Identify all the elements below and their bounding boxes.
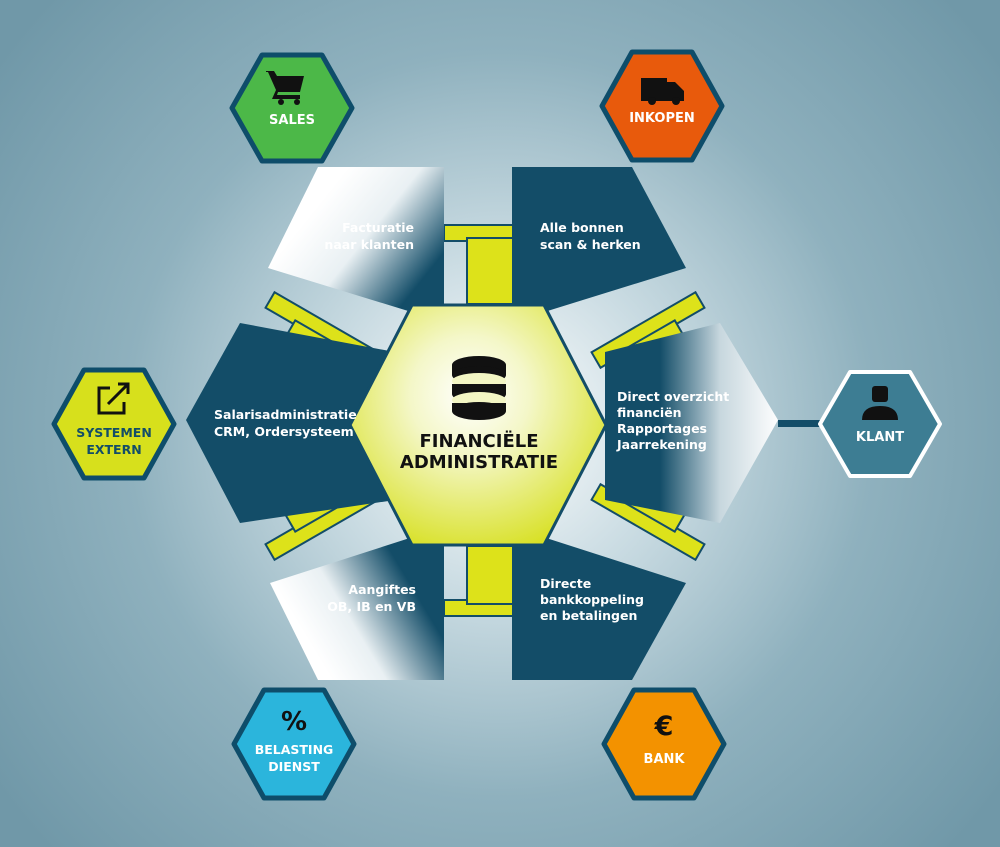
segment-aangiftes-line2: OB, IB en VB xyxy=(327,599,416,614)
node-sales[interactable]: SALES xyxy=(229,52,355,164)
node-systemen-line1: SYSTEMEN xyxy=(76,425,152,440)
segment-salaris-line2: CRM, Ordersysteem xyxy=(214,424,354,439)
node-systemen-extern[interactable]: SYSTEMEN EXTERN xyxy=(51,367,177,481)
segment-salaris xyxy=(186,323,395,523)
segment-bank-koppeling-line3: en betalingen xyxy=(540,608,637,623)
node-klant[interactable]: KLANT xyxy=(818,370,942,478)
segment-aangiftes-line1: Aangiftes xyxy=(348,582,416,597)
segment-salaris-line1: Salarisadministratie xyxy=(214,407,357,422)
node-inkopen-label: INKOPEN xyxy=(629,111,695,126)
segment-bank-koppeling-line2: bankkoppeling xyxy=(540,592,644,607)
node-bank-label: BANK xyxy=(644,752,686,767)
node-klant-label: KLANT xyxy=(856,430,904,445)
node-bank[interactable]: € BANK xyxy=(601,687,727,801)
segment-bank-koppeling xyxy=(512,527,686,680)
database-icon xyxy=(452,356,506,420)
segment-overzicht-line2: financiën xyxy=(617,405,682,420)
node-inkopen[interactable]: INKOPEN xyxy=(599,49,725,163)
segment-facturatie-line2: naar klanten xyxy=(324,237,414,252)
shopping-cart-icon xyxy=(266,71,304,105)
segment-overzicht xyxy=(605,323,778,523)
node-belasting-line2: DIENST xyxy=(268,759,320,774)
external-link-icon xyxy=(97,382,130,415)
segment-bank-koppeling-line1: Directe xyxy=(540,576,591,591)
segment-overzicht-line4: Jaarrekening xyxy=(616,437,707,452)
segment-bonnen-line1: Alle bonnen xyxy=(540,220,624,235)
node-belasting-dienst[interactable]: % BELASTING DIENST xyxy=(231,687,357,801)
segment-facturatie-line1: Facturatie xyxy=(342,220,414,235)
segment-aangiftes xyxy=(270,527,444,680)
delivery-van-icon xyxy=(641,78,684,105)
user-icon xyxy=(862,386,898,420)
center-title-line2: ADMINISTRATIE xyxy=(400,452,558,473)
segment-bonnen-line2: scan & herken xyxy=(540,237,641,252)
node-belasting-line1: BELASTING xyxy=(255,742,334,757)
node-sales-label: SALES xyxy=(269,113,315,128)
segment-bonnen xyxy=(512,167,686,322)
node-systemen-line2: EXTERN xyxy=(86,442,141,457)
segment-facturatie xyxy=(268,167,444,322)
connector-klant xyxy=(778,420,824,427)
euro-icon: € xyxy=(654,711,674,742)
segment-overzicht-line3: Rapportages xyxy=(617,421,707,436)
percent-icon: % xyxy=(281,707,307,737)
center-hexagon xyxy=(348,303,608,547)
segment-overzicht-line1: Direct overzicht xyxy=(617,389,729,404)
center-title-line1: FINANCIËLE xyxy=(419,430,538,452)
